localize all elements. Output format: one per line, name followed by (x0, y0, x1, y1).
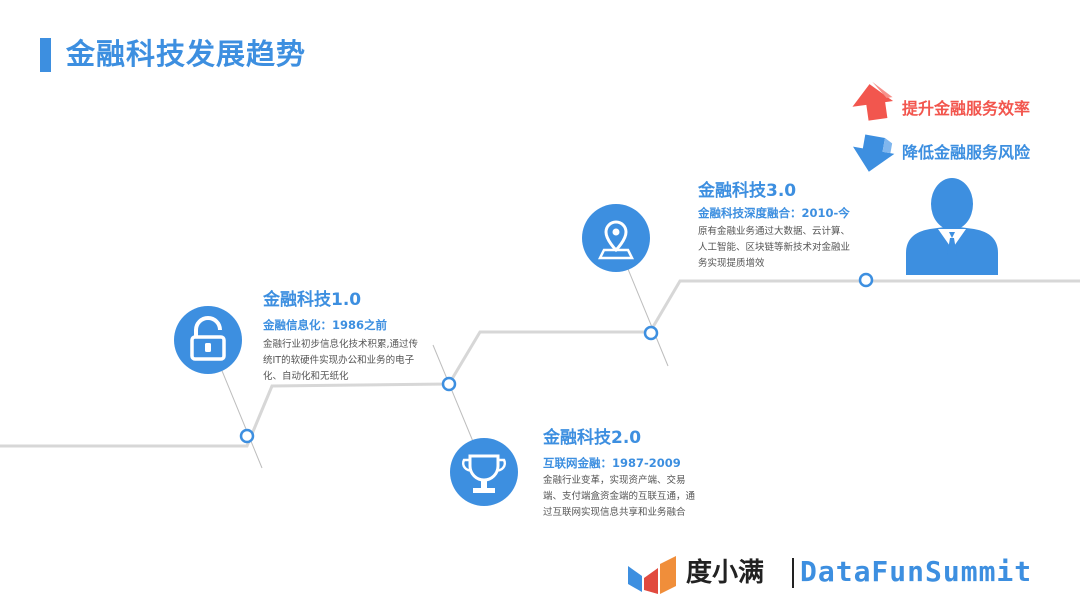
era-1-subtitle: 金融信息化：1986之前 (263, 318, 388, 332)
era-3-title: 金融科技3.0 (698, 181, 797, 201)
page-title: 金融科技发展趋势 (66, 37, 307, 71)
era-2-subtitle: 互联网金融：1987-2009 (543, 456, 681, 470)
arrow-up-icon (852, 81, 894, 121)
brand-name-en: DataFunSummit (800, 555, 1033, 588)
map-pin-icon (582, 204, 650, 272)
title-accent-bar (40, 38, 51, 72)
trophy-icon (450, 438, 518, 506)
lock-icon (174, 306, 242, 374)
businessman-icon (906, 178, 998, 275)
milestone-dot-4 (858, 272, 874, 288)
brand-separator (792, 558, 794, 588)
timeline-path (0, 279, 1080, 448)
era-1-title: 金融科技1.0 (263, 290, 362, 310)
brand-logo-icon (628, 556, 676, 594)
era-3-description: 原有金融业务通过大数据、云计算、人工智能、区块链等新技术对金融业务实现提质增效 (698, 226, 851, 269)
era-1-description: 金融行业初步信息化技术积累,通过传统IT的软硬件实现办公和业务的电子化、自动化和… (263, 339, 419, 382)
milestone-dot-2 (441, 376, 457, 392)
arrow-down-icon (852, 134, 895, 172)
milestone-dot-3 (643, 325, 659, 341)
goal-reduce-risk: 降低金融服务风险 (902, 143, 1031, 162)
era-3-subtitle: 金融科技深度融合：2010-今 (698, 206, 850, 220)
era-2-title: 金融科技2.0 (543, 428, 642, 448)
milestone-dot-1 (239, 428, 255, 444)
brand-name-cn: 度小满 (686, 558, 765, 588)
goal-increase-efficiency: 提升金融服务效率 (902, 99, 1031, 118)
era-2-description: 金融行业变革，实现资产端、交易端、支付端盒资金端的互联互通，通过互联网实现信息共… (543, 475, 696, 518)
